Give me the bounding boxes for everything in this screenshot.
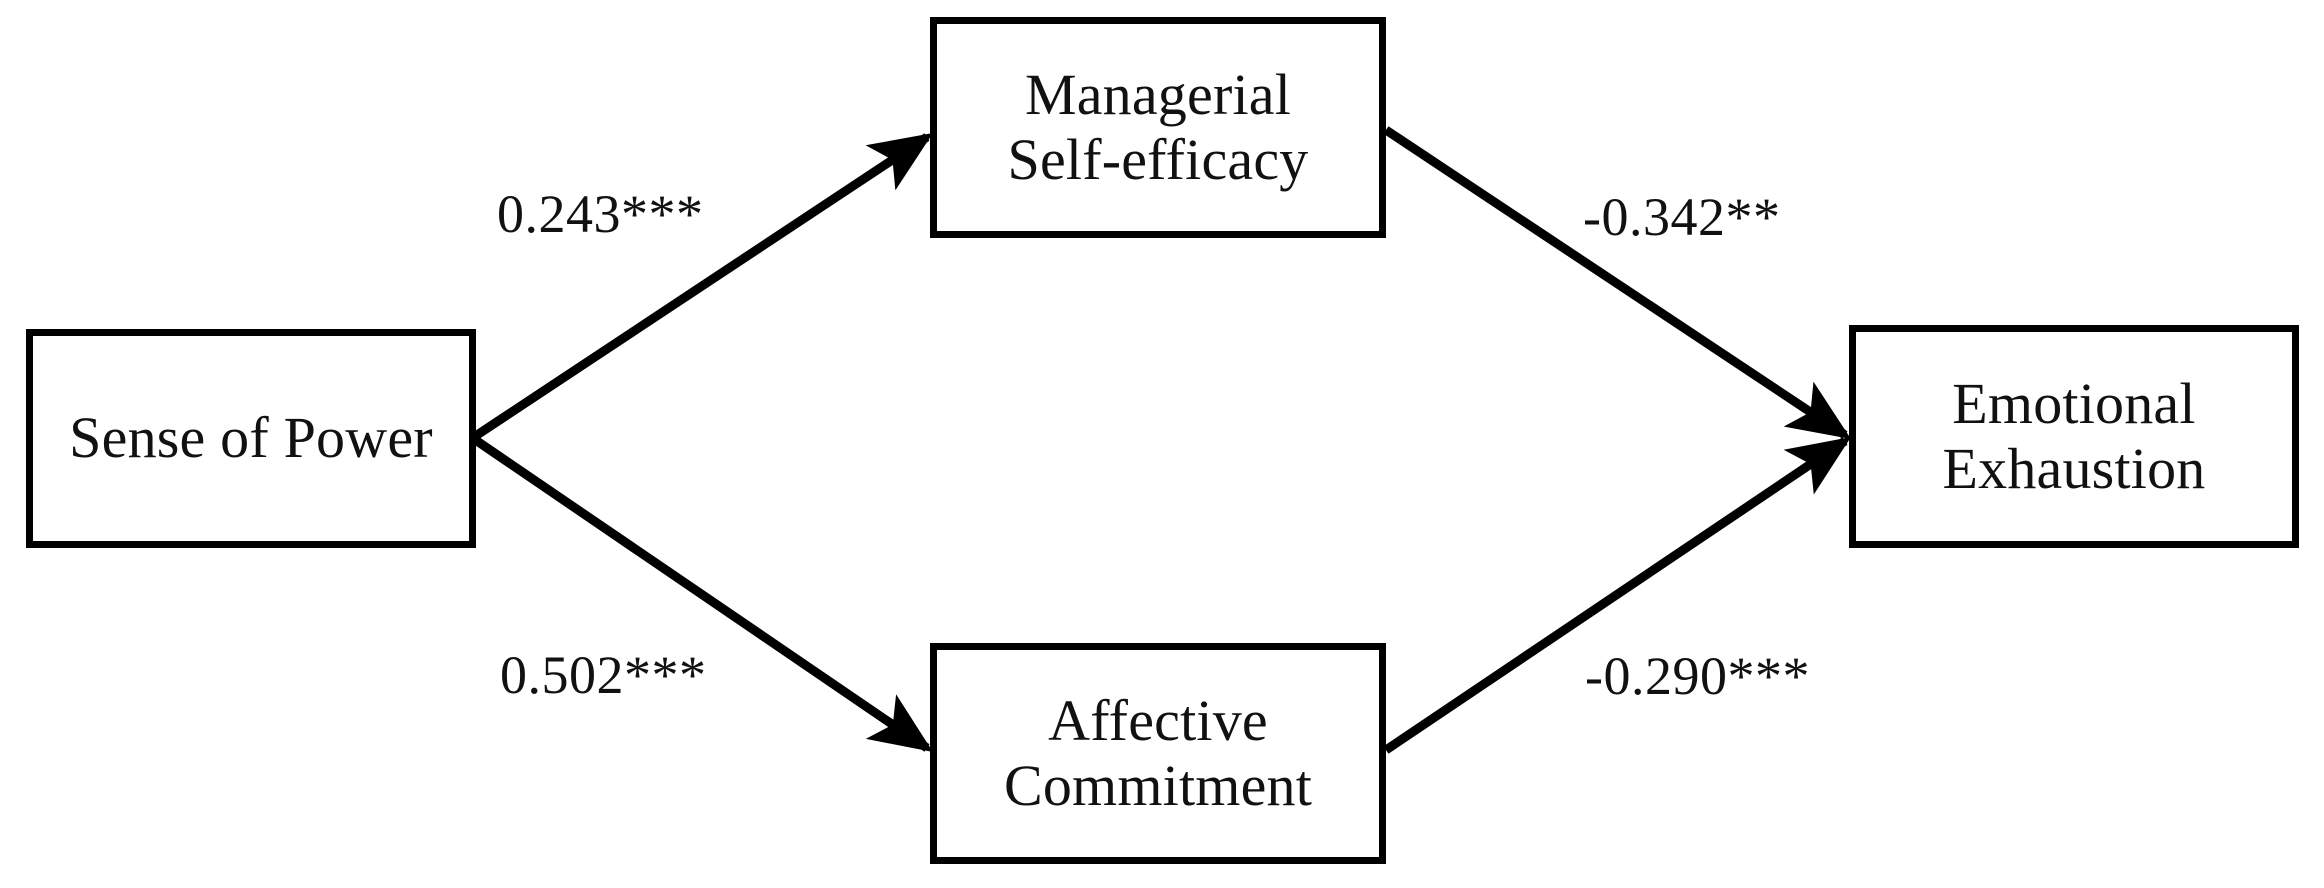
edge-sense-of-power-to-managerial-self-efficacy	[471, 133, 934, 441]
edge-label-sense-of-power-to-managerial-self-efficacy: 0.243***	[497, 184, 704, 244]
edge-managerial-self-efficacy-to-emotional-exhaustion	[1383, 126, 1851, 439]
edge-label-affective-commitment-to-emotional-exhaustion: -0.290***	[1585, 646, 1810, 706]
edge-affective-commitment-to-emotional-exhaustion	[1383, 436, 1851, 754]
edge-label-managerial-self-efficacy-to-emotional-exhaustion: -0.342**	[1583, 187, 1781, 247]
node-affective-commitment[interactable]: Affective Commitment	[930, 643, 1386, 864]
node-emotional-exhaustion-label: Emotional Exhaustion	[1942, 370, 2206, 501]
node-managerial-self-efficacy-label: Managerial Self-efficacy	[1007, 61, 1309, 192]
edge-label-sense-of-power-to-affective-commitment: 0.502***	[500, 645, 707, 705]
node-managerial-self-efficacy[interactable]: Managerial Self-efficacy	[930, 17, 1386, 238]
node-emotional-exhaustion[interactable]: Emotional Exhaustion	[1849, 325, 2299, 548]
node-sense-of-power[interactable]: Sense of Power	[26, 329, 476, 548]
edge-sense-of-power-to-affective-commitment	[471, 435, 933, 753]
node-affective-commitment-label: Affective Commitment	[1003, 687, 1313, 818]
node-sense-of-power-label: Sense of Power	[69, 405, 433, 471]
